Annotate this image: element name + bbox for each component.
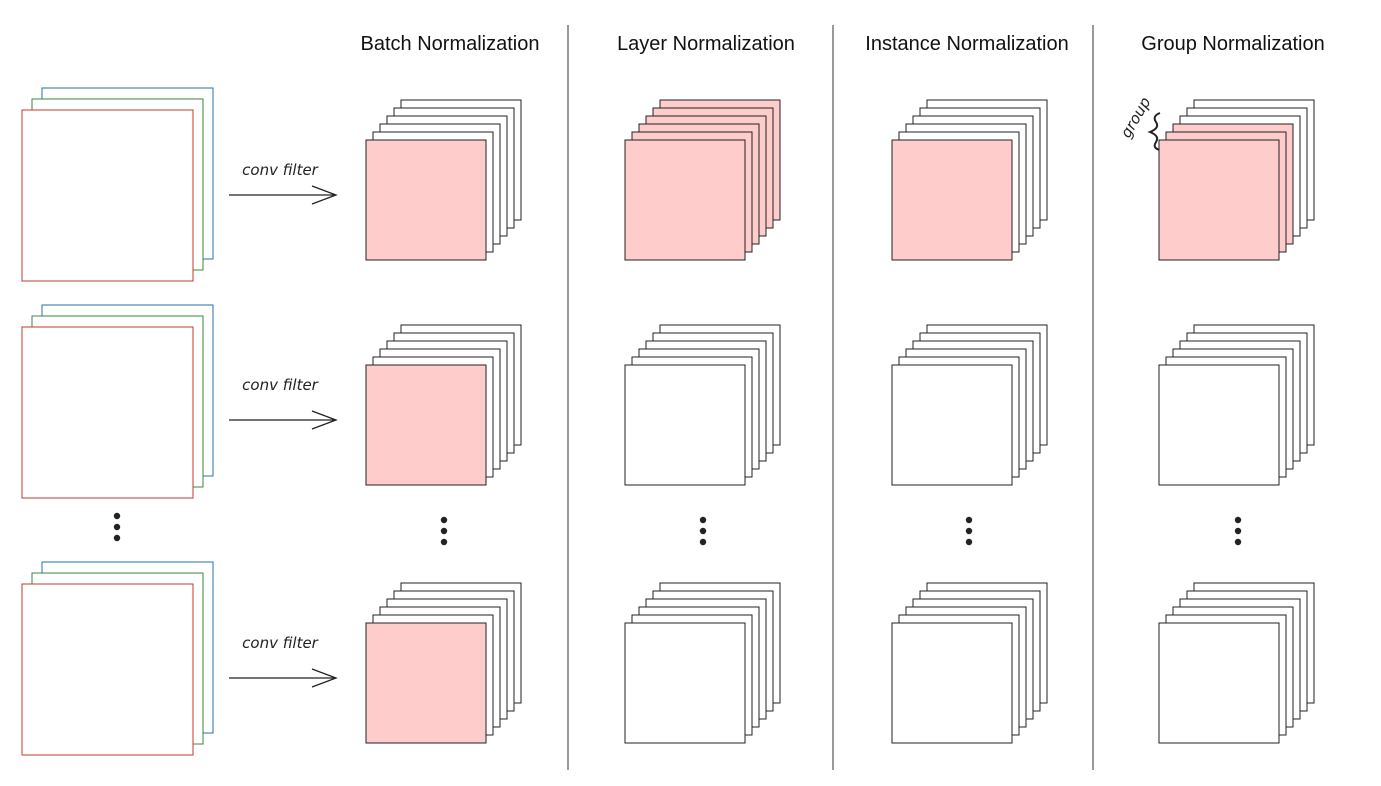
group-stack-2-map-0 bbox=[1158, 622, 1280, 744]
instance-stack-2-map-0 bbox=[891, 622, 1013, 744]
batch-stack-1-map-0 bbox=[365, 364, 487, 486]
column-ellipsis-0-dot-0 bbox=[440, 516, 448, 524]
column-ellipsis-0-dot-1 bbox=[440, 527, 448, 535]
input-ellipsis-dot-2 bbox=[113, 534, 121, 542]
column-ellipsis-2-dot-0 bbox=[965, 516, 973, 524]
title-group-normalization: Group Normalization bbox=[1141, 33, 1324, 55]
title-layer-normalization: Layer Normalization bbox=[617, 33, 795, 55]
column-ellipsis-2-dot-1 bbox=[965, 527, 973, 535]
instance-stack-0-map-0 bbox=[891, 139, 1013, 261]
arrow-label-1: conv filter bbox=[242, 161, 319, 179]
column-ellipsis-3-dot-2 bbox=[1234, 538, 1242, 546]
column-ellipsis-0-dot-2 bbox=[440, 538, 448, 546]
column-ellipsis-1-dot-2 bbox=[699, 538, 707, 546]
group-stack-1-map-0 bbox=[1158, 364, 1280, 486]
instance-stack-1-map-0 bbox=[891, 364, 1013, 486]
stacks-layer bbox=[21, 87, 1315, 756]
conv-arrow-2 bbox=[229, 668, 338, 688]
batch-stack-0-map-0 bbox=[365, 139, 487, 261]
column-ellipsis-1-dot-0 bbox=[699, 516, 707, 524]
column-ellipsis-1-dot-1 bbox=[699, 527, 707, 535]
input-stack-1-channel-front bbox=[21, 326, 194, 499]
arrow-label-3: conv filter bbox=[242, 634, 319, 652]
title-instance-normalization: Instance Normalization bbox=[865, 33, 1068, 55]
column-ellipsis-2-dot-2 bbox=[965, 538, 973, 546]
conv-arrow-0 bbox=[229, 185, 338, 205]
group-brace-icon bbox=[1147, 112, 1161, 151]
layer-stack-0-map-0 bbox=[624, 139, 746, 261]
layer-stack-2-map-0 bbox=[624, 622, 746, 744]
layer-stack-1-map-0 bbox=[624, 364, 746, 486]
input-ellipsis-dot-0 bbox=[113, 512, 121, 520]
input-stack-2-channel-front bbox=[21, 583, 194, 756]
title-batch-normalization: Batch Normalization bbox=[361, 33, 540, 55]
batch-stack-2-map-0 bbox=[365, 622, 487, 744]
conv-arrow-1 bbox=[229, 410, 338, 430]
column-ellipsis-3-dot-1 bbox=[1234, 527, 1242, 535]
arrow-label-2: conv filter bbox=[242, 376, 319, 394]
input-stack-0-channel-front bbox=[21, 109, 194, 282]
column-ellipsis-3-dot-0 bbox=[1234, 516, 1242, 524]
input-ellipsis-dot-1 bbox=[113, 523, 121, 531]
group-stack-0-map-0 bbox=[1158, 139, 1280, 261]
group-annotation-label: group bbox=[1117, 94, 1155, 141]
